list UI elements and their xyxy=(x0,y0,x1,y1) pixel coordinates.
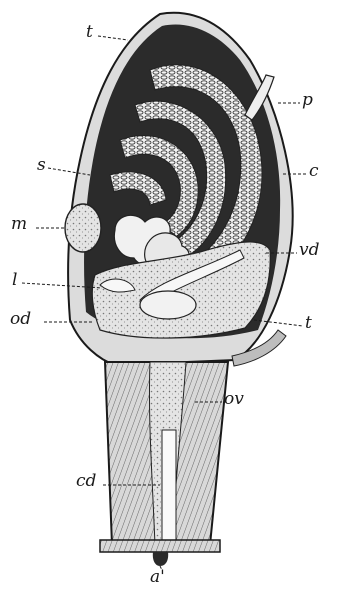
label-p: p xyxy=(302,92,313,109)
label-l: l xyxy=(12,272,17,289)
label-t-top: t xyxy=(86,24,93,41)
label-c: c xyxy=(309,163,319,180)
label-od: od xyxy=(10,311,31,328)
canal-lumen xyxy=(162,430,176,545)
central-sac xyxy=(140,291,196,319)
label-a-prime: a' xyxy=(150,569,165,586)
terminal-opening xyxy=(153,552,168,566)
label-cd: cd xyxy=(76,473,96,490)
base-plate xyxy=(100,540,220,552)
label-ov: ov xyxy=(224,391,244,408)
label-s: s xyxy=(37,157,46,174)
label-vd: vd xyxy=(299,242,320,259)
label-t-right: t xyxy=(305,315,312,332)
label-m: m xyxy=(11,216,27,233)
mass-m xyxy=(65,204,101,252)
